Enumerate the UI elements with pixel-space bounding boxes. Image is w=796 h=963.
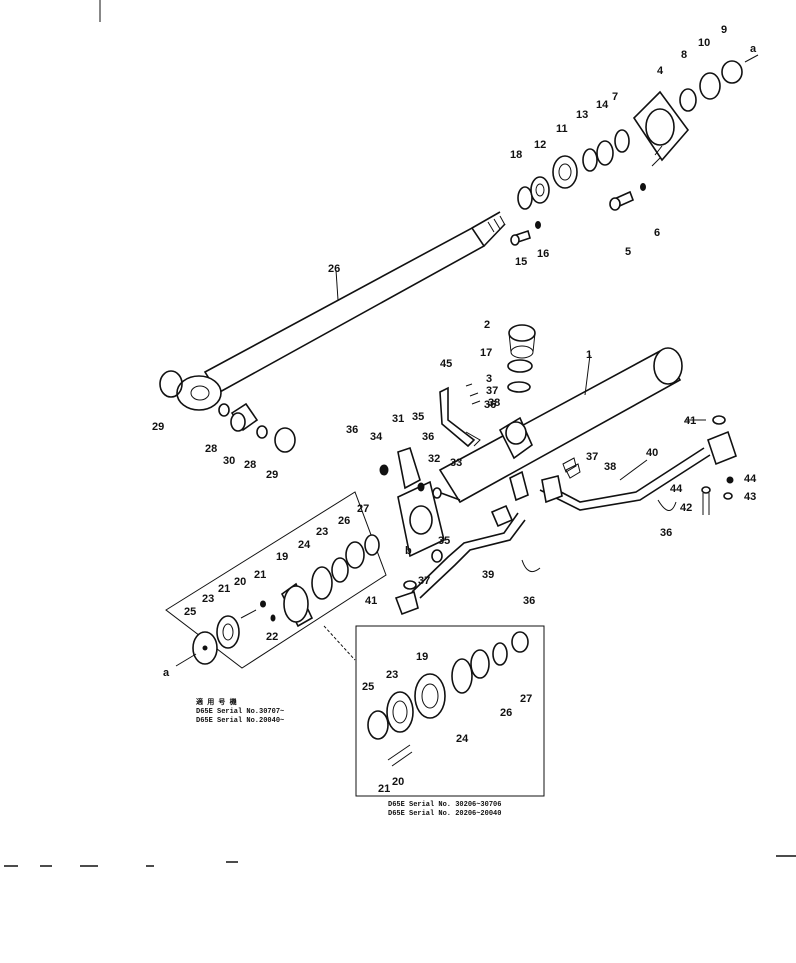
label-31: 31 [392, 413, 404, 425]
label-3: 3 [486, 373, 492, 385]
label-23c: 23 [386, 669, 398, 681]
label-26c: 26 [500, 707, 512, 719]
label-26: 26 [328, 263, 340, 275]
label-38: 38 [604, 461, 616, 473]
label-34: 34 [370, 431, 383, 443]
label-44: 44 [744, 473, 757, 485]
label-7: 7 [612, 91, 618, 103]
part-labels: 1 2 3 4 5 6 7 8 9 10 11 12 13 14 15 16 1… [152, 24, 757, 795]
label-12: 12 [534, 139, 546, 151]
piston-assembly-box [355, 625, 545, 797]
label-b: b [405, 545, 412, 557]
cylinder-tube [438, 324, 683, 504]
note-left-line1: D65E Serial No.30707~ [196, 708, 284, 716]
label-20: 20 [234, 576, 246, 588]
label-20b: 20 [392, 776, 404, 788]
label-45: 45 [440, 358, 452, 370]
label-37b: 37 [586, 451, 598, 463]
piston-assembly-left [165, 491, 387, 669]
label-37: 37 [486, 385, 498, 397]
label-19b: 19 [416, 651, 428, 663]
note-left-line2: D65E Serial No.20040~ [196, 717, 284, 725]
label-44b: 44 [670, 483, 683, 495]
label-18: 18 [510, 149, 522, 161]
leader-lines [175, 269, 706, 667]
label-36d: 36 [523, 595, 535, 607]
note-box-line2: D65E Serial No. 20206~20040 [388, 810, 501, 818]
label-2: 2 [484, 319, 490, 331]
label-1: 1 [586, 349, 592, 361]
label-35: 35 [412, 411, 424, 423]
label-8: 8 [681, 49, 687, 61]
label-24b: 24 [456, 733, 469, 745]
label-36: 36 [346, 424, 358, 436]
label-21c: 21 [378, 783, 390, 795]
label-17: 17 [480, 347, 492, 359]
label-33: 33 [450, 457, 462, 469]
label-22: 22 [266, 631, 278, 643]
label-29b: 29 [266, 469, 278, 481]
label-23b: 23 [316, 526, 328, 538]
label-5: 5 [625, 246, 631, 258]
label-42: 42 [680, 502, 692, 514]
label-a-left: a [163, 667, 170, 679]
rod-end-parts [159, 370, 296, 453]
label-16: 16 [537, 248, 549, 260]
label-25: 25 [184, 606, 196, 618]
label-10: 10 [698, 37, 710, 49]
label-38b: 38 [488, 397, 500, 409]
label-15: 15 [515, 256, 527, 268]
scan-artifacts [4, 0, 796, 867]
label-27b: 27 [520, 693, 532, 705]
label-9: 9 [721, 24, 727, 36]
label-27: 27 [357, 503, 369, 515]
label-43: 43 [744, 491, 756, 503]
label-14: 14 [596, 99, 609, 111]
label-35b: 35 [438, 535, 450, 547]
label-23: 23 [202, 593, 214, 605]
serial-notes: 適 用 号 機 D65E Serial No.30707~ D65E Seria… [196, 697, 501, 818]
label-28b: 28 [244, 459, 256, 471]
label-29: 29 [152, 421, 164, 433]
label-13: 13 [576, 109, 588, 121]
flange-bracket [379, 386, 481, 558]
label-26b: 26 [338, 515, 350, 527]
label-32: 32 [428, 453, 440, 465]
label-19: 19 [276, 551, 288, 563]
label-36e: 36 [660, 527, 672, 539]
label-36b: 36 [422, 431, 434, 443]
label-41: 41 [684, 415, 696, 427]
label-21: 21 [218, 583, 230, 595]
label-28: 28 [205, 443, 217, 455]
piston-rod [176, 211, 506, 411]
cylinder-head-parts [510, 54, 759, 246]
note-left-heading: 適 用 号 機 [196, 697, 237, 707]
label-30: 30 [223, 455, 235, 467]
label-21b: 21 [254, 569, 266, 581]
label-4: 4 [657, 65, 664, 77]
note-box-line1: D65E Serial No. 30206~30706 [388, 801, 501, 809]
label-41b: 41 [365, 595, 377, 607]
label-24: 24 [298, 539, 311, 551]
label-25b: 25 [362, 681, 374, 693]
label-40: 40 [646, 447, 658, 459]
label-39: 39 [482, 569, 494, 581]
label-11: 11 [556, 123, 568, 135]
label-a-top: a [750, 43, 757, 55]
label-37c: 37 [418, 575, 430, 587]
pipes [394, 383, 737, 616]
label-36c: 36 [484, 399, 496, 411]
label-6: 6 [654, 227, 660, 239]
